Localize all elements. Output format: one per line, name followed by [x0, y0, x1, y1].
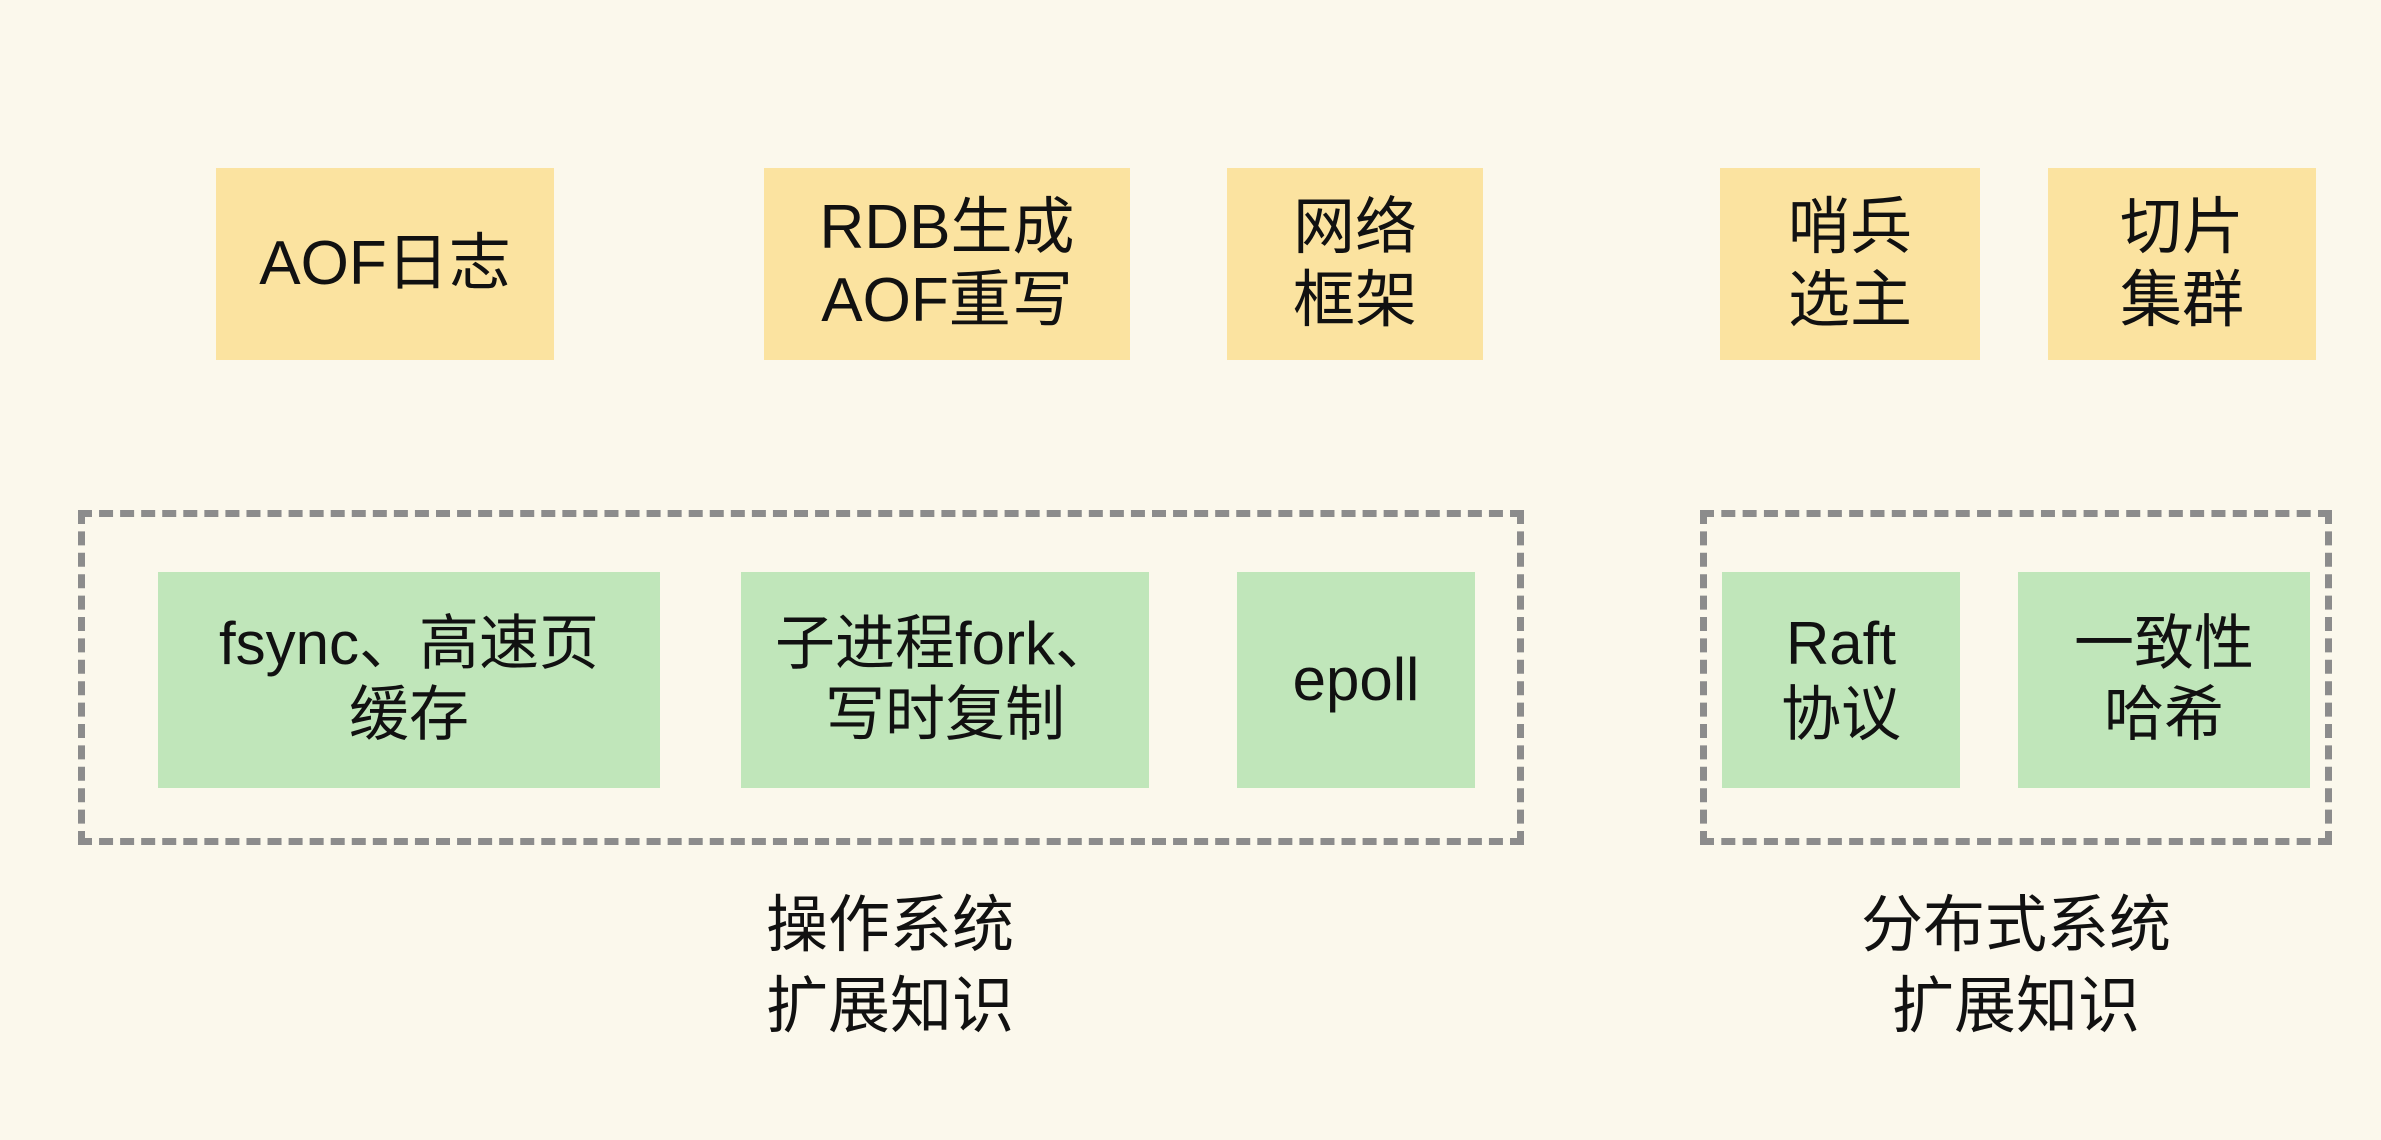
- topic-box-network-framework[interactable]: 网络 框架: [1227, 168, 1483, 360]
- topic-box-sentinel-election[interactable]: 哨兵 选主: [1720, 168, 1980, 360]
- group-frame-distributed-system: [1700, 510, 2332, 845]
- group-caption-operating-system: 操作系统 扩展知识: [765, 891, 1014, 1041]
- detail-box-consistent-hashing[interactable]: 一致性 哈希: [2018, 572, 2310, 788]
- detail-box-fsync-page-cache[interactable]: fsync、高速页 缓存: [158, 572, 660, 788]
- topic-box-aof-log[interactable]: AOF日志: [216, 168, 554, 360]
- group-caption-distributed-system: 分布式系统 扩展知识: [1860, 891, 2171, 1041]
- group-frame-operating-system: [78, 510, 1524, 845]
- detail-box-raft-protocol[interactable]: Raft 协议: [1722, 572, 1960, 788]
- topic-box-shard-cluster[interactable]: 切片 集群: [2048, 168, 2316, 360]
- detail-box-fork-copy-on-write[interactable]: 子进程fork、 写时复制: [741, 572, 1149, 788]
- topic-box-rdb-aof-rewrite[interactable]: RDB生成 AOF重写: [764, 168, 1130, 360]
- detail-box-epoll[interactable]: epoll: [1237, 572, 1475, 788]
